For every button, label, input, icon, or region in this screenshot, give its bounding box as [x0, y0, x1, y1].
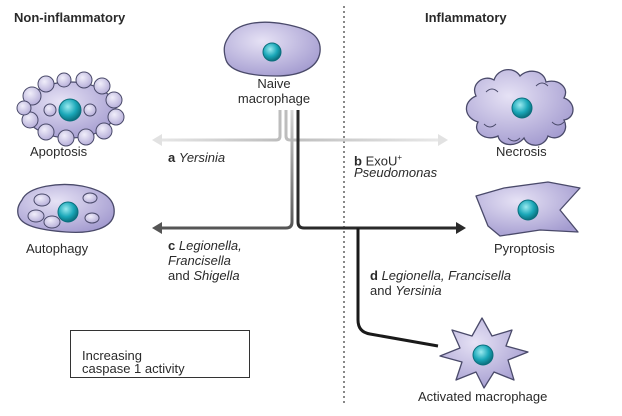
pathway-a-letter: a: [168, 150, 176, 165]
pathway-c-text2: Francisella: [168, 253, 231, 268]
header-inflammatory: Inflammatory: [425, 10, 507, 25]
pathway-d-text2-plain: and: [370, 283, 396, 298]
pathway-c-letter: c: [168, 238, 176, 253]
label-autophagy: Autophagy: [26, 241, 89, 256]
pathway-d-text2: and Yersinia: [370, 283, 442, 298]
pathway-c-text3: and Shigella: [168, 268, 240, 283]
pathway-b-text2: Pseudomonas: [354, 165, 438, 180]
pathway-d-text1: Legionella, Francisella: [381, 268, 511, 283]
activated-macrophage-cell: [439, 317, 529, 389]
arrowhead-c: [152, 222, 162, 234]
autophagy-cell: [17, 183, 115, 234]
pathway-d-label: d Legionella, Francisella: [370, 268, 511, 283]
pathway-a-text: Yersinia: [178, 150, 226, 165]
pathway-c-text3-plain: and: [168, 268, 194, 283]
legend-line2: caspase 1 activity: [82, 361, 185, 376]
label-necrosis: Necrosis: [496, 144, 547, 159]
naive-macrophage-cell: [223, 21, 321, 77]
pyroptosis-cell: [475, 181, 581, 237]
legend-box: [70, 330, 250, 378]
label-activated-macrophage: Activated macrophage: [418, 389, 548, 404]
pathway-c-label: c Legionella,: [168, 238, 242, 253]
pathway-b-text1: ExoU: [365, 153, 398, 169]
pathway-a-label: a Yersinia: [168, 150, 225, 165]
legend-line1: Increasing: [82, 348, 142, 363]
label-naive-macrophage: Naive macrophage: [237, 76, 311, 106]
pathway-c-text1: Legionella,: [178, 238, 242, 253]
pathway-c-text3-italic: Shigella: [193, 268, 240, 283]
label-apoptosis: Apoptosis: [30, 144, 88, 159]
necrosis-cell: [465, 69, 574, 146]
arrowhead-b: [438, 134, 448, 146]
pathway-b-label: b ExoU+: [354, 150, 402, 168]
pathway-b-superscript: +: [397, 153, 403, 162]
pathway-d-text2-italic: Yersinia: [395, 283, 442, 298]
arrowhead-pyroptosis: [456, 222, 466, 234]
label-pyroptosis: Pyroptosis: [494, 241, 555, 256]
arrowhead-a: [152, 134, 162, 146]
pathway-stems: [160, 110, 456, 348]
header-non-inflammatory: Non-inflammatory: [14, 10, 126, 25]
pathway-b-letter: b: [354, 153, 362, 169]
pathway-d-letter: d: [370, 268, 378, 283]
apoptosis-cell: [16, 71, 125, 147]
